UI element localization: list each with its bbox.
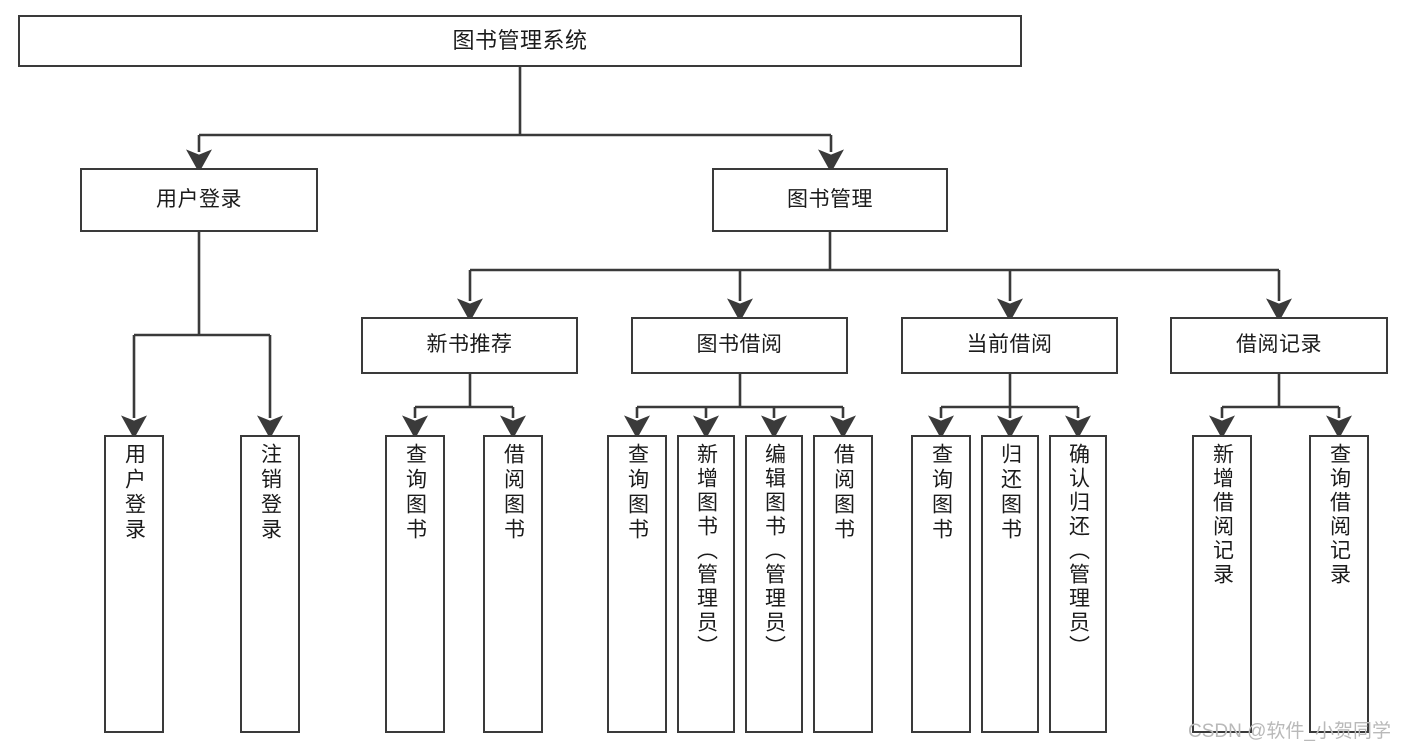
node-book-borrow[interactable]: 图书借阅 xyxy=(631,317,848,374)
leaf-add-book-admin-label: 新增图书（管理员） xyxy=(694,443,718,659)
leaf-return-book[interactable]: 归还图书 xyxy=(981,435,1039,733)
leaf-query-borrow-record-label: 查询借阅记录 xyxy=(1327,443,1351,587)
leaf-query-book-recommend-label: 查询图书 xyxy=(403,443,427,543)
leaf-borrow-book-recommend[interactable]: 借阅图书 xyxy=(483,435,543,733)
node-user-login-label: 用户登录 xyxy=(156,187,242,211)
node-borrow-record-label: 借阅记录 xyxy=(1236,333,1322,357)
leaf-query-book-current-label: 查询图书 xyxy=(929,443,953,543)
node-current-borrow[interactable]: 当前借阅 xyxy=(901,317,1118,374)
leaf-query-book-recommend[interactable]: 查询图书 xyxy=(385,435,445,733)
node-borrow-record[interactable]: 借阅记录 xyxy=(1170,317,1388,374)
leaf-edit-book-admin-label: 编辑图书（管理员） xyxy=(762,443,786,659)
leaf-borrow-book-borrow[interactable]: 借阅图书 xyxy=(813,435,873,733)
node-root-label: 图书管理系统 xyxy=(452,28,588,54)
leaf-borrow-book-recommend-label: 借阅图书 xyxy=(501,443,525,543)
leaf-borrow-book-borrow-label: 借阅图书 xyxy=(831,443,855,543)
node-user-login[interactable]: 用户登录 xyxy=(80,168,318,232)
watermark-text: CSDN @软件_小贺同学 xyxy=(1188,721,1391,742)
leaf-edit-book-admin[interactable]: 编辑图书（管理员） xyxy=(745,435,803,733)
node-book-borrow-label: 图书借阅 xyxy=(696,333,783,357)
leaf-add-borrow-record-label: 新增借阅记录 xyxy=(1210,443,1234,587)
leaf-return-book-label: 归还图书 xyxy=(998,443,1022,543)
node-current-borrow-label: 当前借阅 xyxy=(966,333,1053,357)
leaf-query-book-current[interactable]: 查询图书 xyxy=(911,435,971,733)
leaf-user-login-label: 用户登录 xyxy=(122,443,146,543)
node-new-book-recommend[interactable]: 新书推荐 xyxy=(361,317,578,374)
leaf-confirm-return-admin-label: 确认归还（管理员） xyxy=(1066,443,1090,659)
node-root[interactable]: 图书管理系统 xyxy=(18,15,1022,67)
leaf-user-login[interactable]: 用户登录 xyxy=(104,435,164,733)
leaf-confirm-return-admin[interactable]: 确认归还（管理员） xyxy=(1049,435,1107,733)
leaf-query-book-borrow-label: 查询图书 xyxy=(625,443,649,543)
leaf-logout[interactable]: 注销登录 xyxy=(240,435,300,733)
leaf-query-book-borrow[interactable]: 查询图书 xyxy=(607,435,667,733)
leaf-query-borrow-record[interactable]: 查询借阅记录 xyxy=(1309,435,1369,733)
node-book-management-label: 图书管理 xyxy=(787,187,873,211)
leaf-logout-label: 注销登录 xyxy=(258,443,282,543)
leaf-add-borrow-record[interactable]: 新增借阅记录 xyxy=(1192,435,1252,733)
node-new-book-recommend-label: 新书推荐 xyxy=(426,333,513,357)
leaf-add-book-admin[interactable]: 新增图书（管理员） xyxy=(677,435,735,733)
node-book-management[interactable]: 图书管理 xyxy=(712,168,948,232)
